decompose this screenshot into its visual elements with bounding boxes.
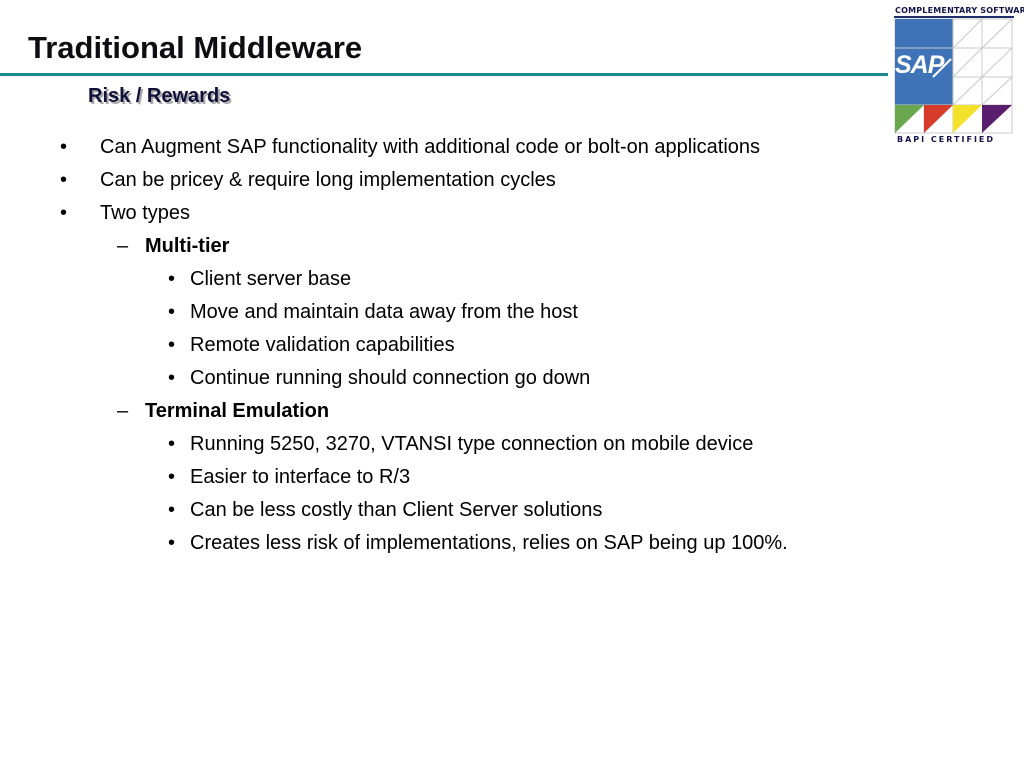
sub-bullet-text: Move and maintain data away from the hos… xyxy=(190,301,578,323)
sub-bullet-text: Creates less risk of implementations, re… xyxy=(190,532,788,554)
slide-subtitle: Risk / Rewards xyxy=(88,85,231,107)
bullet-text: Can be pricey & require long implementat… xyxy=(100,169,556,191)
bullet-marker: • xyxy=(60,136,68,158)
sub-bullet-text: Remote validation capabilities xyxy=(190,334,455,356)
bullet-marker: • xyxy=(60,202,68,224)
bullet-marker: • xyxy=(168,466,176,488)
sub-bullet-text: Can be less costly than Client Server so… xyxy=(190,499,603,521)
sub-bullet-text: Continue running should connection go do… xyxy=(190,367,591,389)
title-divider xyxy=(0,73,888,76)
bullet-marker: • xyxy=(168,367,176,389)
bullet-marker: • xyxy=(60,169,68,191)
logo-bottom-text: BAPI CERTIFIED xyxy=(897,135,996,144)
sub-heading-terminal-emulation: Terminal Emulation xyxy=(145,400,330,422)
dash-marker: – xyxy=(117,235,129,257)
slide-title: Traditional Middleware xyxy=(28,30,363,65)
sub-bullet-text: Easier to interface to R/3 xyxy=(190,466,411,488)
dash-marker: – xyxy=(117,400,129,422)
sub-bullet-text: Running 5250, 3270, VTANSI type connecti… xyxy=(190,433,754,455)
bullet-marker: • xyxy=(168,334,176,356)
sap-logo: COMPLEMENTARY SOFTWARE SAP BAPI CERTIFIE… xyxy=(893,4,1024,146)
bullet-marker: • xyxy=(168,532,176,554)
bullet-marker: • xyxy=(168,301,176,323)
bullet-text: Two types xyxy=(100,202,191,224)
sap-logo-graphic xyxy=(893,4,1014,146)
logo-wordmark: SAP xyxy=(895,51,944,79)
bullet-marker: • xyxy=(168,499,176,521)
logo-top-text: COMPLEMENTARY SOFTWARE xyxy=(895,6,1024,15)
bullet-marker: • xyxy=(168,433,176,455)
bullet-text: Can Augment SAP functionality with addit… xyxy=(100,136,761,158)
sub-bullet-text: Client server base xyxy=(190,268,352,290)
bullet-marker: • xyxy=(168,268,176,290)
sub-heading-multi-tier: Multi-tier xyxy=(145,235,230,257)
